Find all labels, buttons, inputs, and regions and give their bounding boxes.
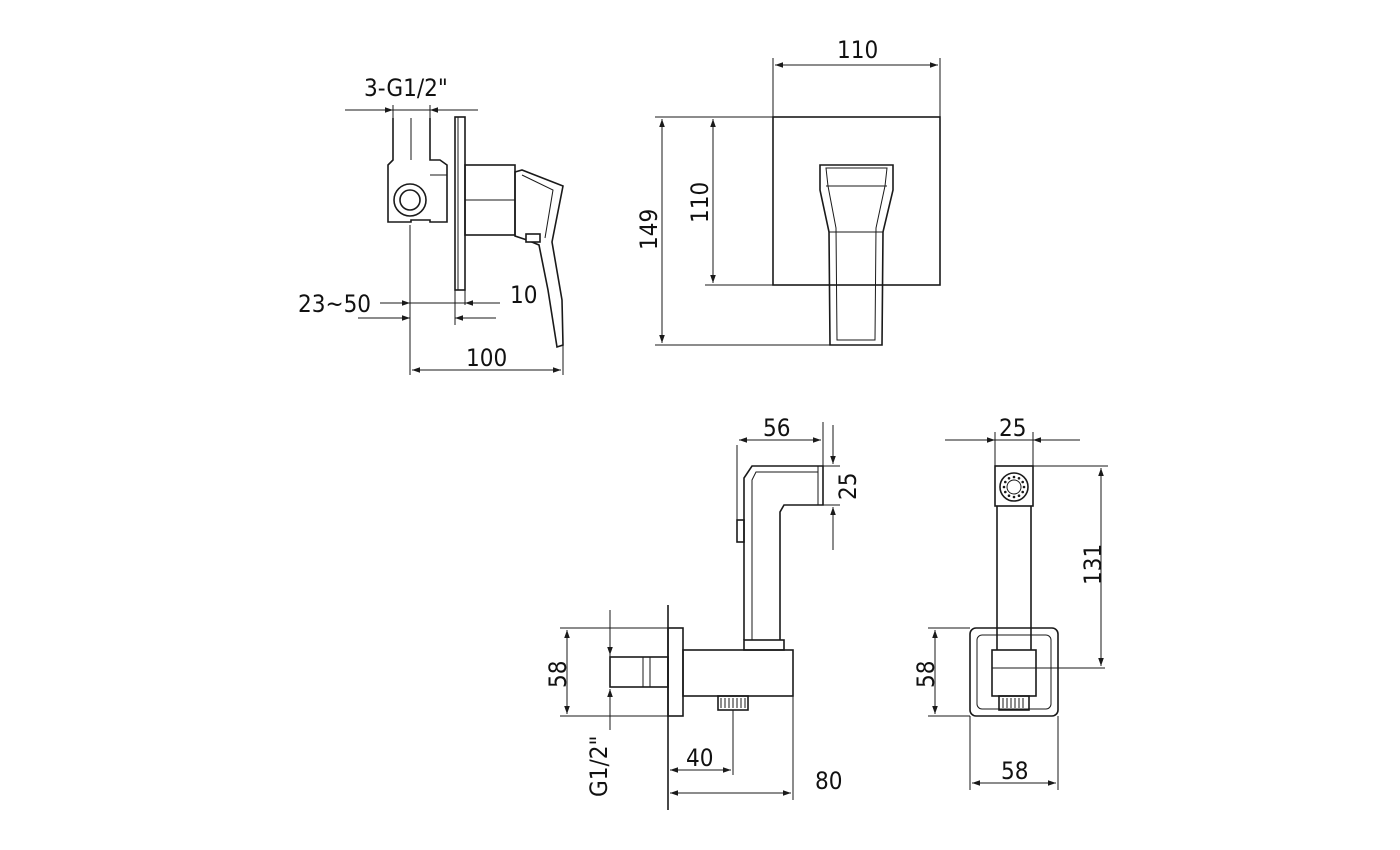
shower-width-label: 56 — [763, 414, 790, 442]
shower-head-height-label: 25 — [834, 473, 862, 500]
thread-lines-front — [1002, 698, 1024, 708]
holder-size-side-label: 58 — [544, 661, 572, 688]
mixer-depth-label: 100 — [466, 344, 507, 372]
plate-height-label: 110 — [686, 182, 714, 223]
mixer-side-view — [387, 116, 564, 349]
ports-label: 3-G1/2" — [364, 74, 448, 102]
shower-front-width-label: 25 — [999, 414, 1026, 442]
mixer-front-view — [772, 116, 941, 346]
holder-size-front-label: 58 — [912, 661, 940, 688]
shower-side-dimensions — [560, 422, 840, 800]
total-height-label: 149 — [635, 209, 663, 250]
thread-label: G1/2" — [585, 736, 613, 797]
cover-gap-label: 10 — [510, 281, 537, 309]
shower-side-view — [609, 465, 824, 810]
mixer-front-dimensions — [655, 58, 941, 346]
shower-length-label: 131 — [1079, 544, 1107, 585]
nozzle-holes — [1002, 475, 1026, 499]
shower-front-view — [969, 465, 1105, 717]
shower-front-dimensions — [928, 432, 1108, 790]
thread-lines — [720, 698, 746, 708]
wall-range-label: 23~50 — [298, 290, 371, 318]
holder-width-front-label: 58 — [1001, 757, 1028, 785]
outlet-offset-label: 40 — [686, 744, 713, 772]
mixer-side-dimensions — [345, 105, 564, 375]
plate-width-label: 110 — [837, 36, 878, 64]
holder-depth-label: 80 — [815, 767, 842, 795]
